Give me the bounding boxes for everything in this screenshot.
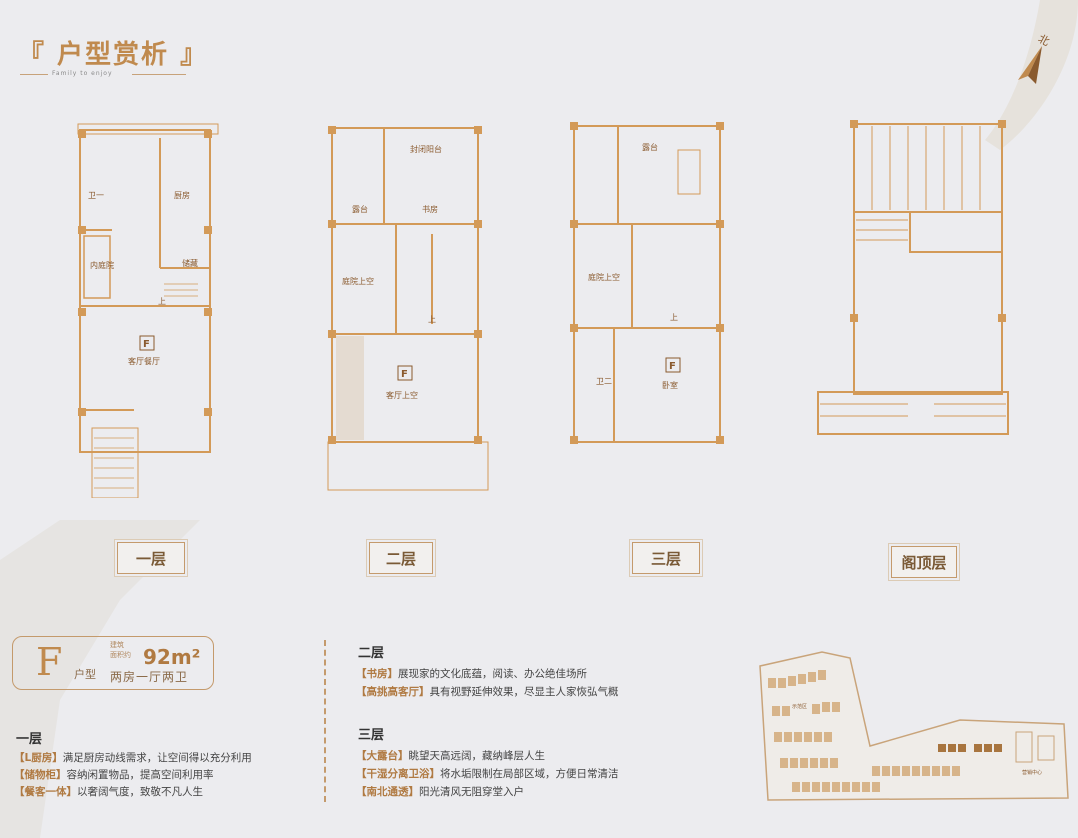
floor3-room-courtyard-void: 庭院上空: [588, 272, 620, 282]
page-subtitle: Family to enjoy: [52, 70, 113, 77]
floor3-plan: 露台 庭院上空 卫二 上 F 卧室: [570, 122, 724, 444]
floor2-room-balcony: 封闭阳台: [410, 144, 442, 154]
svg-text:F: F: [669, 361, 676, 372]
floor2-plan: 封闭阳台 露台 书房 庭院上空 上 F 客厅上空: [327, 126, 489, 491]
north-compass-icon: 北: [1018, 32, 1052, 84]
roof-plan: [817, 120, 1009, 435]
floor-1-button[interactable]: 一层: [117, 542, 185, 574]
section3-item: 【南北通透】阳光清风无阻穿堂入户: [356, 786, 524, 798]
unit-letter: F: [36, 640, 63, 684]
section1-item: 【L厨房】满足厨房动线需求，让空间得以充分利用: [14, 752, 252, 764]
compass-label: 北: [1036, 32, 1052, 49]
section1-heading: 一层: [16, 732, 43, 747]
title-divider-right: [132, 74, 186, 75]
section2-item: 【书房】展现家的文化底蕴，阅读、办公绝佳场所: [356, 668, 587, 680]
floor2-type-marker: [397, 365, 413, 381]
floor1-room-storage: 储藏: [182, 258, 198, 268]
floor2-room-terrace: 露台: [352, 204, 368, 214]
unit-rooms: 两房一厅两卫: [110, 670, 189, 684]
floor1-plan: 卫一 厨房 内庭院 储藏 上 F 客厅餐厅: [77, 123, 219, 498]
floor3-stair-label: 上: [670, 313, 678, 322]
siteplan-label-demo: 示范区: [792, 703, 807, 710]
section3-item: 【大露台】眺望天高远阔，藏纳峰层人生: [356, 750, 545, 762]
unit-area-caption: 建筑面积约: [110, 641, 131, 659]
section3-item: 【干湿分离卫浴】将水垢限制在局部区域，方便日常清洁: [356, 768, 619, 780]
floor-3-button[interactable]: 三层: [632, 542, 700, 574]
site-plan-map: 示范区 营销中心: [759, 651, 1069, 801]
page-title: 『 户型赏析 』: [18, 40, 209, 70]
unit-badge: [12, 636, 214, 690]
title-divider-left: [20, 74, 48, 75]
section2-heading: 二层: [358, 646, 385, 661]
section1-item: 【储物柜】容纳闲置物品，提高空间利用率: [14, 769, 214, 781]
floor1-room-living: 客厅餐厅: [128, 356, 160, 366]
roof-floor-button[interactable]: 阁顶层: [891, 546, 957, 578]
floor3-room-wc2: 卫二: [596, 377, 612, 386]
floor2-room-living-void: 客厅上空: [386, 390, 418, 400]
floor1-room-courtyard: 内庭院: [90, 260, 114, 270]
floor1-room-kitchen: 厨房: [174, 190, 190, 200]
floor2-stair-label: 上: [428, 315, 436, 324]
svg-text:F: F: [143, 339, 150, 350]
section2-item: 【高挑高客厅】具有视野延伸效果，尽显主人家恢弘气概: [356, 686, 619, 698]
svg-text:F: F: [401, 369, 408, 380]
unit-type-label: 户型: [74, 668, 96, 681]
floor1-room-wc: 卫一: [88, 191, 104, 200]
section-divider: [324, 640, 326, 802]
floor2-room-courtyard-void: 庭院上空: [342, 276, 374, 286]
section1-item: 【餐客一体】以奢阔气度，致敬不凡人生: [14, 786, 203, 798]
floor2-room-study: 书房: [422, 204, 438, 214]
floor1-stair-label: 上: [158, 297, 166, 306]
unit-area: 92m²: [143, 645, 201, 669]
siteplan-label-sales: 营销中心: [1022, 769, 1042, 776]
floor-2-button[interactable]: 二层: [369, 542, 433, 574]
floor1-type-marker: [139, 335, 155, 351]
floor3-room-terrace: 露台: [642, 142, 658, 152]
floor3-type-marker: [665, 357, 681, 373]
floor3-room-bedroom: 卧室: [662, 380, 678, 390]
section3-heading: 三层: [358, 728, 385, 743]
